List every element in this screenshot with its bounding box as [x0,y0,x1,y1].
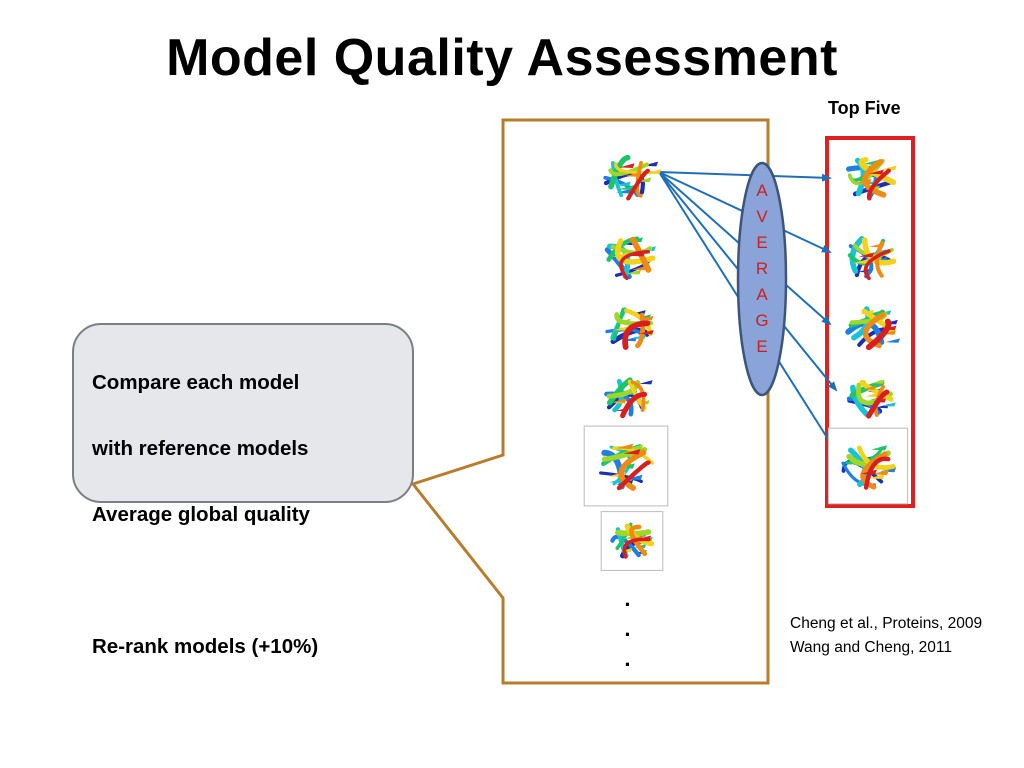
protein-model-image [603,154,662,201]
average-letter: G [755,311,769,330]
model-pool-outline [410,118,770,685]
average-letter: A [756,285,768,304]
average-ellipse [736,161,788,397]
protein-model-image [845,306,901,351]
ellipsis-dot: · [624,652,632,677]
ellipsis-dot: · [624,592,632,617]
callout-text: Compare each model with reference models… [92,333,402,696]
average-letter: E [756,233,768,252]
more-models-ellipsis: · · · [620,590,636,680]
protein-model-image [827,427,909,505]
callout-line: Average global quality [92,503,310,526]
average-letter: A [756,181,768,200]
average-letter: E [756,337,768,356]
average-letter: R [755,259,769,278]
citation: Cheng et al., Proteins, 2009 [790,615,983,632]
top-five-label: Top Five [828,98,901,118]
average-label: A V E R A G E [740,178,784,360]
protein-model-image [604,377,653,419]
protein-model-image [846,379,896,419]
protein-model-image [583,425,669,507]
callout-box [72,323,414,503]
citation: Wang and Cheng, 2011 [790,639,953,656]
callout-line: Compare each model [92,371,300,394]
ellipsis-dot: · [624,622,632,647]
callout-line: Re-rank models (+10%) [92,635,319,658]
citations: Cheng et al., Proteins, 2009 Wang and Ch… [790,612,982,660]
protein-model-image [600,511,664,571]
protein-model-image [846,156,897,201]
slide-title: Model Quality Assessment [166,29,838,87]
ranking-arrow [658,171,832,182]
callout-line: with reference models [92,437,309,460]
callout-line [92,564,402,597]
protein-model-image [847,236,897,281]
average-letter: V [756,207,768,226]
protein-model-image [605,307,654,350]
protein-model-image [604,236,656,281]
